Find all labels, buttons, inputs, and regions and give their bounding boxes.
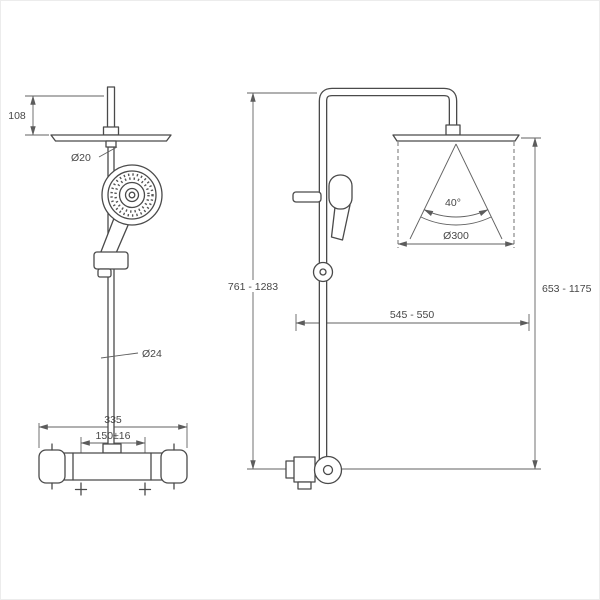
mixer-handle-right [160,449,188,484]
dim-overall-height-lines [247,92,541,470]
spray-cone [409,143,503,240]
head-connector-side [445,124,461,136]
front-view [38,86,188,496]
dim-label-bar-diameter: Ø24 [142,348,162,360]
hand-shower-front [93,164,163,278]
dim-label-overall-height: 761 - 1283 [228,281,278,293]
wall-mount-foot [297,481,312,490]
riser-pipe-side [318,87,458,471]
dim-label-inlet-spacing: 150±16 [96,430,131,442]
dim-label-spray-angle: 40° [445,197,461,209]
dim-spray-diameter-lines [397,142,515,248]
dim-head-height-lines [521,137,541,470]
diverter-handle [292,191,322,203]
mixer-valve-screw [322,464,334,476]
head-neck [105,140,117,148]
dim-head-offset-lines [25,95,104,136]
overhead-shower-side [392,134,520,142]
bar-diameter-leader [100,352,139,359]
dim-label-mixer-width: 335 [104,414,122,426]
dim-label-pipe-diameter: Ø20 [71,152,91,164]
dim-label-head-height: 653 - 1175 [542,283,592,295]
dim-label-reach: 545 - 550 [390,309,435,321]
hand-shower-center-dot [128,191,136,199]
overhead-shower-front [50,134,172,142]
hand-shower-bracket [93,251,129,270]
nozzle-ring-inner [114,177,150,213]
riser-pipe-front [106,86,116,129]
hand-shower-side [328,174,353,241]
slider-knob [312,261,334,283]
mixer-side [285,455,343,490]
mixer-body [58,452,166,481]
dim-reach-lines [295,314,530,331]
dimension-labels: 108 Ø20 Ø24 335 150±16 761 - 1283 653 - … [8,110,591,442]
pipe-diameter-leader [98,146,118,158]
wall-mount-body [293,456,316,483]
nozzle-ring-outer [110,173,154,217]
mixer-section-lines [72,452,152,481]
hand-shower-head-side [328,174,353,210]
inlet-stubs [74,482,152,496]
hand-shower-handle-side [330,204,351,241]
handle-centerline-ticks [51,443,175,490]
head-connector-front [102,126,120,136]
dim-label-spray-diameter: Ø300 [443,230,469,242]
leader-lines [98,146,139,359]
label-mask [222,280,284,292]
mixer-handle-left [38,449,66,484]
mixer-front [38,443,188,496]
side-view [285,87,520,490]
mixer-collar [102,443,122,454]
dim-label-head-offset: 108 [8,110,26,122]
bracket-knob [97,268,112,278]
